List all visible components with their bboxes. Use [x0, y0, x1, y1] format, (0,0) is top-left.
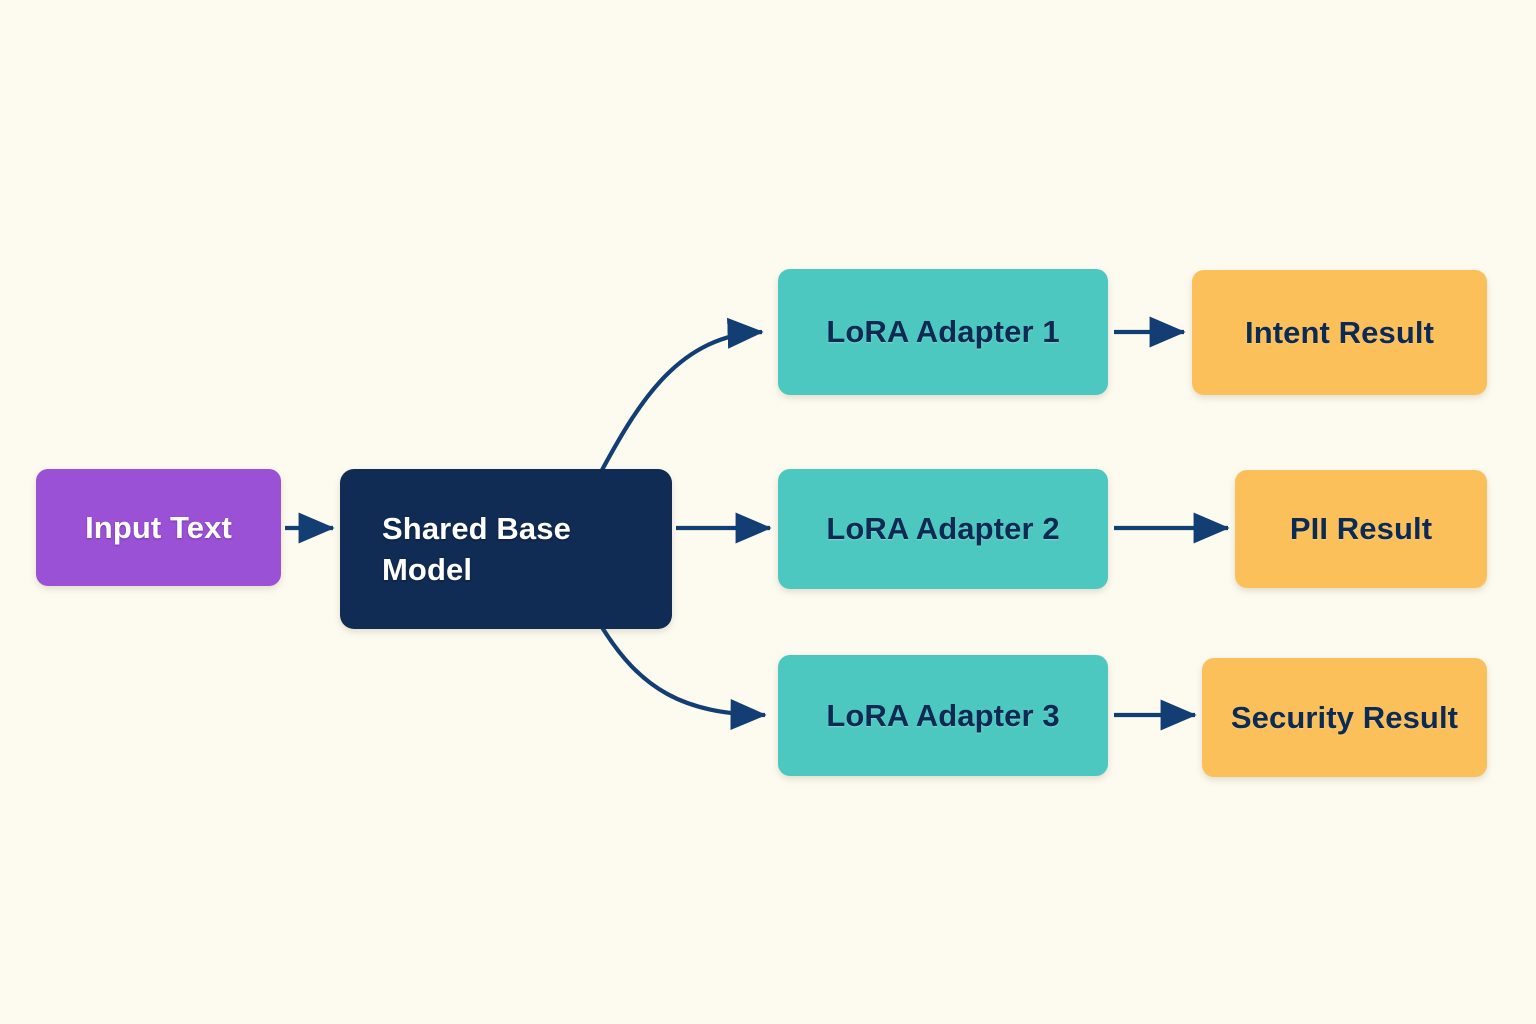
node-lora-adapter-3[interactable]: LoRA Adapter 3	[778, 655, 1108, 776]
node-security-result-label: Security Result	[1230, 699, 1459, 735]
node-security-result[interactable]: Security Result	[1202, 658, 1487, 777]
node-intent-result-label: Intent Result	[1244, 314, 1435, 350]
node-lora-adapter-1-label: LoRA Adapter 1	[826, 314, 1060, 350]
node-intent-result[interactable]: Intent Result	[1192, 270, 1487, 395]
edge-base-to-adapter-1	[600, 317, 764, 472]
node-input-text[interactable]: Input Text	[36, 469, 281, 586]
node-lora-adapter-2-label: LoRA Adapter 2	[826, 511, 1060, 547]
node-pii-result[interactable]: PII Result	[1235, 470, 1487, 588]
node-shared-base-model-label: Shared Base Model	[382, 510, 571, 587]
node-pii-result-label: PII Result	[1289, 511, 1433, 547]
node-shared-base-model[interactable]: Shared Base Model	[340, 469, 672, 629]
node-lora-adapter-3-label: LoRA Adapter 3	[826, 697, 1060, 733]
node-input-text-label: Input Text	[85, 509, 232, 545]
node-lora-adapter-1[interactable]: LoRA Adapter 1	[778, 269, 1108, 395]
node-lora-adapter-2[interactable]: LoRA Adapter 2	[778, 469, 1108, 589]
edge-base-to-adapter-3	[598, 622, 767, 731]
